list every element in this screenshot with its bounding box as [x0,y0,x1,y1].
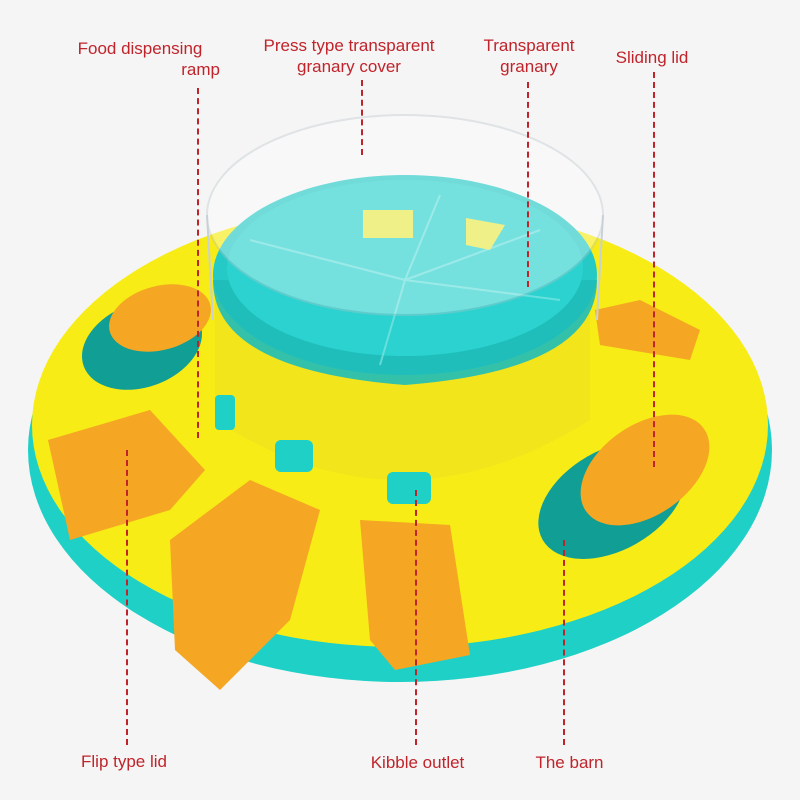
callout-line2: granary [500,57,558,76]
callout-transparent-granary: Transparent granary [470,35,588,77]
leader-the-barn [563,540,565,745]
leader-transparent-granary [527,82,529,287]
callout-line1: Sliding lid [615,48,689,67]
callout-line1: Press type transparent [263,36,435,55]
callout-line1: Transparent [483,36,575,55]
callout-line1: The barn [535,753,604,772]
callout-press-type-cover: Press type transparent granary cover [243,35,455,77]
callout-flip-type-lid: Flip type lid [64,751,184,772]
callout-line1: Flip type lid [81,752,167,771]
leader-flip-type-lid [126,450,128,745]
callout-line1: Kibble outlet [370,753,465,772]
callout-sliding-lid: Sliding lid [602,47,702,68]
callout-food-dispensing-ramp: Food dispensing ramp [60,38,220,80]
callout-the-barn: The barn [522,752,617,773]
callout-line1: Food dispensing [77,39,203,58]
callout-line2: ramp [181,60,220,79]
leader-sliding-lid [653,72,655,467]
leader-food-dispensing-ramp [197,88,199,438]
leader-press-type-cover [361,80,363,155]
leader-kibble-outlet [415,490,417,745]
callout-kibble-outlet: Kibble outlet [355,752,480,773]
callout-line2: granary cover [297,57,401,76]
